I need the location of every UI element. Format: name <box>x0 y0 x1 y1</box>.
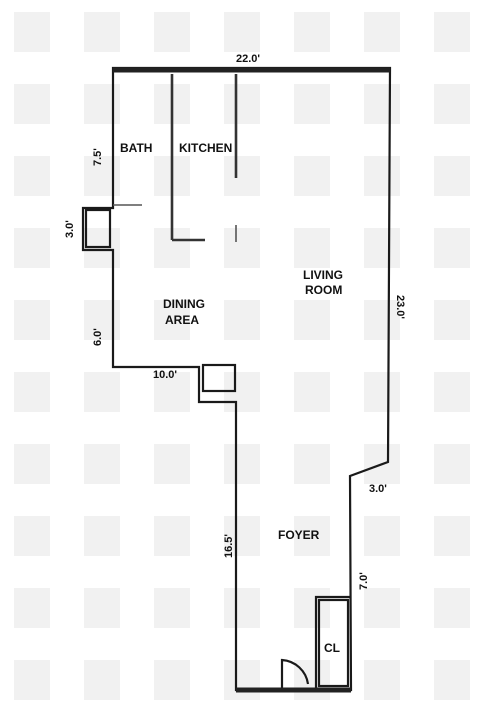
watermark-tile <box>434 300 470 340</box>
watermark-tile <box>294 372 330 412</box>
closet-label: CL <box>324 641 340 655</box>
watermark-tile <box>294 12 330 52</box>
watermark-tile <box>434 12 470 52</box>
exterior-wall <box>81 66 392 692</box>
bath-label: BATH <box>120 141 152 155</box>
watermark-tile <box>294 300 330 340</box>
watermark-tile <box>294 588 330 628</box>
watermark-tile <box>14 228 50 268</box>
watermark-tile <box>14 516 50 556</box>
dining-area-label-1: DINING <box>163 297 205 311</box>
dim-foyer-offset: 3.0' <box>369 483 387 495</box>
closet-wall <box>314 595 351 690</box>
watermark-tile <box>154 516 190 556</box>
watermark-tile <box>14 372 50 412</box>
watermark-tile <box>224 84 260 124</box>
watermark-tile <box>154 660 190 700</box>
foyer-label: FOYER <box>278 528 320 542</box>
watermark-tile <box>364 516 400 556</box>
watermark-tile <box>294 444 330 484</box>
dim-bath-height: 7.5' <box>92 148 104 166</box>
watermark-tile <box>84 12 120 52</box>
watermark-tile <box>294 156 330 196</box>
watermark-tile <box>84 444 120 484</box>
watermark-tile <box>294 660 330 700</box>
watermark-tile <box>294 84 330 124</box>
watermark-tile <box>364 12 400 52</box>
watermark-tile <box>434 660 470 700</box>
living-room-label-1: LIVING <box>303 268 343 282</box>
watermark-tile <box>14 588 50 628</box>
watermark-tile <box>364 228 400 268</box>
watermark-tile <box>84 588 120 628</box>
watermark-tile <box>14 444 50 484</box>
pillar-box <box>201 363 237 393</box>
watermark-tile <box>154 372 190 412</box>
watermark-tile <box>364 588 400 628</box>
watermark-tile <box>434 588 470 628</box>
watermark-tile <box>224 228 260 268</box>
watermark-tile <box>364 660 400 700</box>
watermark-tile <box>224 12 260 52</box>
watermark-tile <box>14 300 50 340</box>
watermark-tile <box>14 156 50 196</box>
watermark-tile <box>364 156 400 196</box>
bay-window-box <box>84 208 112 249</box>
watermark-tile <box>84 660 120 700</box>
closet-inner <box>317 598 350 688</box>
kitchen-label: KITCHEN <box>179 141 232 155</box>
watermark-tile <box>14 12 50 52</box>
watermark-tile <box>224 516 260 556</box>
watermark-tile <box>154 588 190 628</box>
living-room-label-2: ROOM <box>305 283 342 297</box>
watermark-tile <box>224 156 260 196</box>
watermark-tile <box>224 588 260 628</box>
dim-foyer-height: 16.5' <box>223 534 235 558</box>
watermark-tile <box>364 372 400 412</box>
watermark-tile <box>434 156 470 196</box>
watermark-tile <box>434 84 470 124</box>
dim-closet-height: 7.0' <box>358 572 370 590</box>
dim-dining-height: 6.0' <box>92 328 104 346</box>
dining-area-label-2: AREA <box>165 313 199 327</box>
watermark-tile <box>14 84 50 124</box>
entry-door-swing <box>280 658 310 690</box>
dim-dining-width: 10.0' <box>153 369 177 381</box>
watermark-tile <box>154 444 190 484</box>
watermark-tile <box>14 660 50 700</box>
watermark-tile <box>154 12 190 52</box>
watermark-tile <box>84 84 120 124</box>
watermark-tile <box>434 516 470 556</box>
watermark-tile <box>434 228 470 268</box>
watermark-tile <box>84 372 120 412</box>
watermark-tile <box>154 300 190 340</box>
watermark-tile <box>224 660 260 700</box>
watermark-tile <box>434 444 470 484</box>
watermark-tile <box>364 300 400 340</box>
watermark-tile <box>84 516 120 556</box>
watermark-tile <box>294 228 330 268</box>
dim-living-height: 23.0' <box>394 295 406 319</box>
watermark-tile <box>224 444 260 484</box>
watermark-tile <box>364 84 400 124</box>
watermark-tile <box>434 372 470 412</box>
watermark-pattern <box>14 12 470 700</box>
watermark-tile <box>224 300 260 340</box>
dim-top-width: 22.0' <box>236 53 260 65</box>
dim-bay-height: 3.0' <box>64 220 76 238</box>
watermark-tile <box>294 516 330 556</box>
